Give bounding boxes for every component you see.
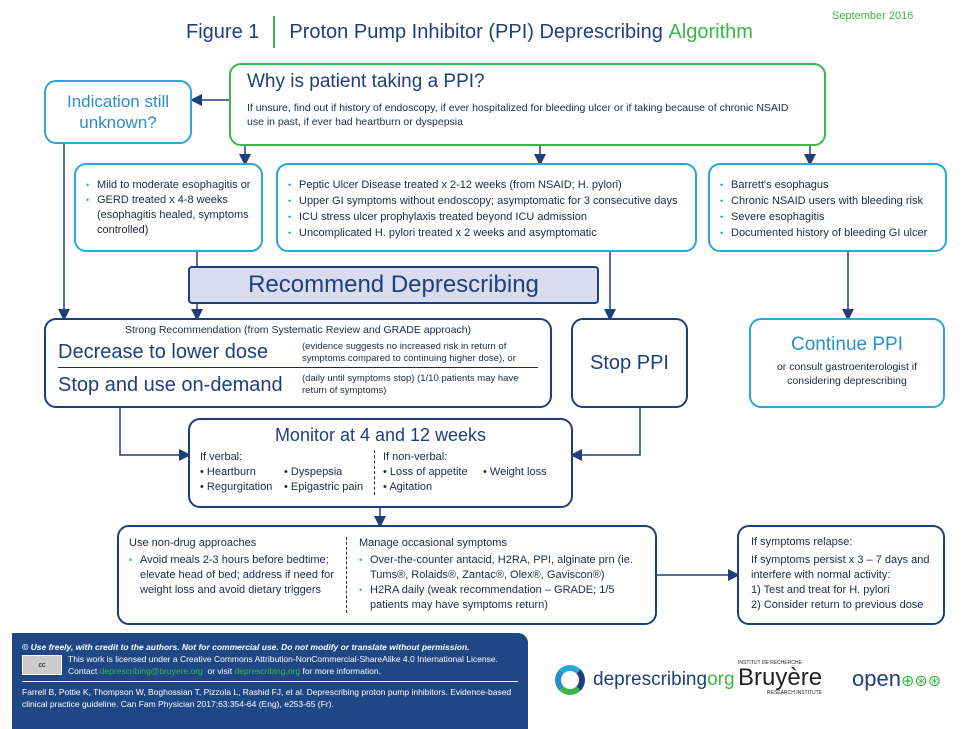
list-item: Severe esophagitis <box>720 209 935 225</box>
recommend-banner: Recommend Deprescribing <box>188 266 599 304</box>
deprescribing-logo: deprescribingorg <box>555 665 735 695</box>
list-item: H2RA daily (weak recommendation – GRADE;… <box>359 583 645 613</box>
list-item: Peptic Ulcer Disease treated x 2-12 week… <box>288 177 685 193</box>
relapse-step-1: 1) Test and treat for H. pylori <box>751 584 890 596</box>
monitor-box: Monitor at 4 and 12 weeks If verbal: • H… <box>188 418 573 508</box>
relapse-title: If symptoms relapse: <box>751 536 853 548</box>
option-decrease-note: (evidence suggests no increased risk in … <box>302 340 516 364</box>
footer-license: This work is licensed under a Creative C… <box>68 654 498 664</box>
list-item: Mild to moderate esophagitis or <box>86 177 251 193</box>
footer-panel: © Use freely, with credit to the authors… <box>12 633 528 729</box>
title-main: Proton Pump Inhibitor (PPI) Deprescribin… <box>289 20 669 43</box>
list-item: ICU stress ulcer prophylaxis treated bey… <box>288 209 685 225</box>
list-item: Upper GI symptoms without endoscopy; asy… <box>288 193 685 209</box>
deprescribing-logo-icon <box>555 665 585 695</box>
list-item: GERD treated x 4-8 weeks (esophagitis he… <box>86 193 251 238</box>
figure-number: Figure 1 <box>186 20 260 43</box>
symptom: • Heartburn <box>200 466 256 478</box>
list-item: Over-the-counter antacid, H2RA, PPI, alg… <box>359 553 645 583</box>
relapse-step-2: 2) Consider return to previous dose <box>751 599 924 611</box>
stop-ppi-box: Stop PPI <box>571 318 688 408</box>
list-item: Uncomplicated H. pylori treated x 2 week… <box>288 225 685 241</box>
list-item: Barrett's esophagus <box>720 177 935 193</box>
footer-use: © Use freely, with credit to the authors… <box>22 642 470 652</box>
symptom: • Weight loss <box>483 466 547 478</box>
indication-unknown-title: Indication still unknown? <box>66 92 170 132</box>
date: September 2016 <box>832 10 914 22</box>
relapse-text: If symptoms persist x 3 – 7 days and int… <box>751 554 930 581</box>
email-link[interactable]: deprescribing@bruyere.org <box>99 666 203 676</box>
indication-unknown-box: Indication still unknown? <box>44 80 192 144</box>
box-esophagitis: Mild to moderate esophagitis orGERD trea… <box>74 163 263 252</box>
site-link[interactable]: deprescribing.org <box>234 666 301 676</box>
cc-license-badge: cc <box>22 655 62 675</box>
symptom: • Agitation <box>383 481 433 493</box>
footer-citation: Farrell B, Pottie K, Thompson W, Boghoss… <box>22 687 512 709</box>
symptom: • Loss of appetite <box>383 466 468 478</box>
recommend-title: Recommend Deprescribing <box>248 271 539 298</box>
list-item: Chronic NSAID users with bleeding risk <box>720 193 935 209</box>
open-logo-icons: ⊕⊛⊛ <box>900 673 942 690</box>
box-peptic-ulcer: Peptic Ulcer Disease treated x 2-12 week… <box>276 163 697 252</box>
symptom: • Regurgitation <box>200 481 273 493</box>
symptom: • Epigastric pain <box>284 481 364 493</box>
symptom: • Dyspepsia <box>284 466 343 478</box>
option-decrease-dose: Decrease to lower dose <box>58 341 269 363</box>
title-divider <box>273 16 276 48</box>
continue-ppi-box: Continue PPI or consult gastroenterologi… <box>749 318 945 408</box>
nonverbal-label: If non-verbal: <box>383 451 448 463</box>
manage-title: Manage occasional symptoms <box>359 537 507 549</box>
why-box: Why is patient taking a PPI? If unsure, … <box>229 63 826 146</box>
stop-ppi-title: Stop PPI <box>590 351 669 374</box>
title-accent: Algorithm <box>668 20 753 43</box>
nondrug-title: Use non-drug approaches <box>129 537 257 549</box>
strong-header: Strong Recommendation (from Systematic R… <box>124 324 472 336</box>
continue-ppi-title: Continue PPI <box>791 334 903 355</box>
relapse-box: If symptoms relapse: If symptoms persist… <box>737 525 945 625</box>
why-title: Why is patient taking a PPI? <box>247 71 485 92</box>
monitor-title: Monitor at 4 and 12 weeks <box>274 425 487 445</box>
why-text: If unsure, find out if history of endosc… <box>247 102 789 128</box>
list-item: Documented history of bleeding GI ulcer <box>720 225 935 241</box>
strong-recommendation-box: Strong Recommendation (from Systematic R… <box>44 318 552 408</box>
management-box: Use non-drug approaches Avoid meals 2-3 … <box>117 525 657 625</box>
bruyere-logo: INSTITUT DE RECHERCHE Bruyère RESEARCH I… <box>738 660 823 696</box>
option-on-demand: Stop and use on-demand <box>58 373 283 396</box>
verbal-label: If verbal: <box>200 451 243 463</box>
continue-ppi-text: or consult gastroenterologist if conside… <box>776 361 918 387</box>
option-on-demand-note: (daily until symptoms stop) (1/10 patien… <box>302 373 519 396</box>
figure-title: Figure 1 Proton Pump Inhibitor (PPI) Dep… <box>186 16 753 48</box>
open-logo: open⊕⊛⊛ <box>852 666 942 691</box>
box-barretts: Barrett's esophagusChronic NSAID users w… <box>708 163 947 252</box>
list-item: Avoid meals 2-3 hours before bedtime; el… <box>129 553 338 598</box>
